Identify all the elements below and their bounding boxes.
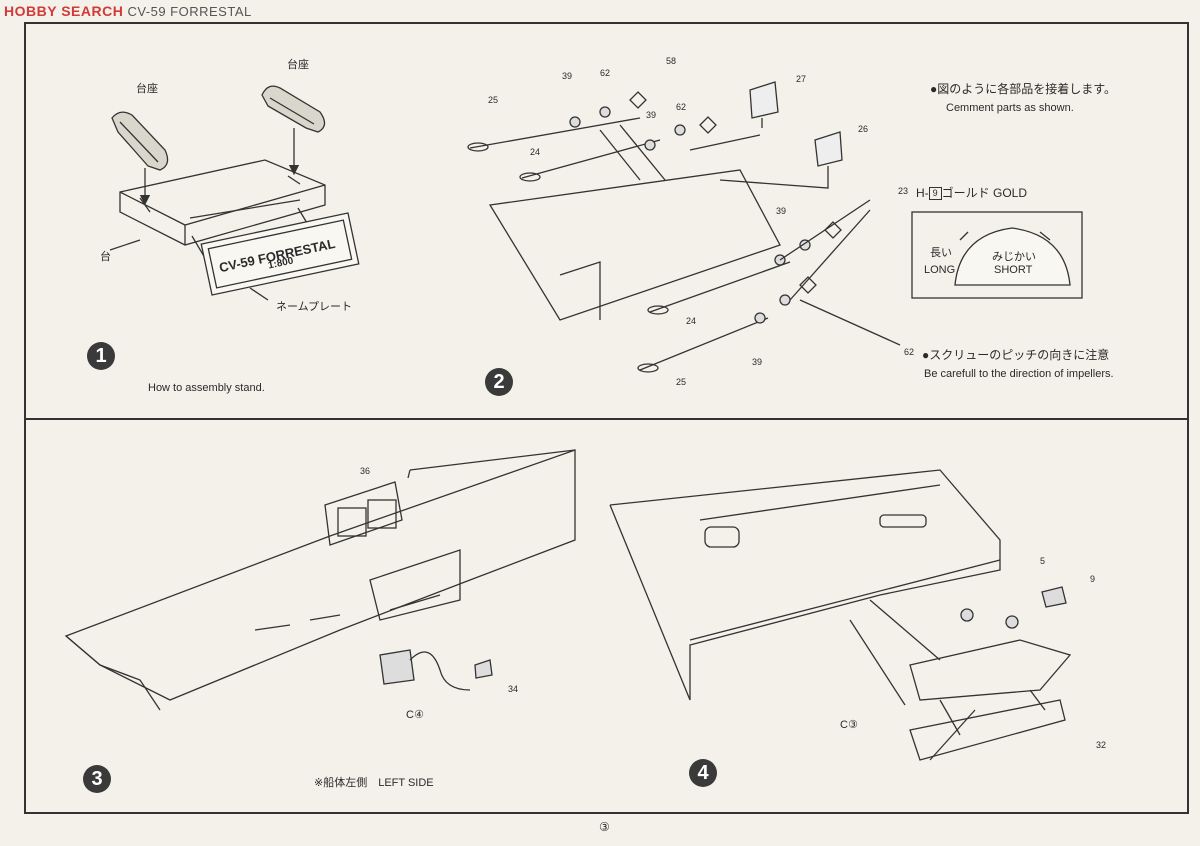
watermark-subtitle: CV-59 FORRESTAL (127, 4, 252, 19)
nameplate-label: ネームプレート (276, 301, 353, 313)
stand-support-label-right: 台座 (287, 59, 309, 71)
part-9: 9 (1090, 574, 1096, 584)
part-39-b: 39 (646, 110, 657, 120)
step-4-number: 4 (689, 759, 717, 787)
step-2-number: 2 (485, 368, 513, 396)
part-39-a: 39 (562, 71, 573, 81)
part-25-a: 25 (488, 95, 499, 105)
part-25-b: 25 (676, 377, 687, 387)
part-24-a: 24 (530, 147, 541, 157)
gold-part-number: 9 (928, 187, 942, 201)
part-39-d: 39 (752, 357, 763, 367)
part-23: 23 (898, 186, 909, 196)
page-number: ③ (599, 820, 610, 834)
brand-logo: HOBBY SEARCH (4, 3, 124, 19)
pitch-note-jp: ●スクリューのピッチの向きに注意 (922, 348, 1110, 362)
long-label-jp: 長い (930, 247, 952, 259)
cement-note-en: Cemment parts as shown. (946, 102, 1074, 114)
part-5: 5 (1040, 556, 1046, 566)
part-26: 26 (858, 124, 869, 134)
step-1-caption: How to assembly stand. (148, 382, 265, 394)
stand-support-left (111, 111, 169, 171)
long-label-en: LONG (924, 264, 956, 276)
short-label-en: SHORT (994, 264, 1033, 276)
part-36: 36 (360, 466, 371, 476)
gold-prefix: H- (916, 186, 929, 200)
part-27: 27 (796, 74, 807, 84)
part-c3: C③ (840, 719, 858, 731)
part-c4: C④ (406, 709, 424, 721)
part-62-c: 62 (904, 347, 915, 357)
part-32: 32 (1096, 740, 1107, 750)
gold-text: ゴールド GOLD (941, 186, 1028, 200)
stand-label: 台 (100, 251, 111, 263)
short-label-jp: みじかい (992, 251, 1036, 263)
pitch-note-en: Be carefull to the direction of impeller… (924, 368, 1114, 380)
cement-note-jp: ●図のように各部品を接着します。 (930, 82, 1117, 96)
part-62-b: 62 (676, 102, 687, 112)
step-1-number: 1 (87, 342, 115, 370)
part-24-b: 24 (686, 316, 697, 326)
stand-support-right (261, 85, 326, 133)
part-62-a: 62 (600, 68, 611, 78)
hull-left-drawing (64, 449, 576, 711)
propeller-shaft-drawing (467, 81, 901, 373)
part-58: 58 (666, 56, 677, 66)
part-39-c: 39 (776, 206, 787, 216)
stand-support-label-left: 台座 (136, 83, 158, 95)
hull-right-drawing (609, 469, 1072, 761)
left-side-label: ※船体左側 LEFT SIDE (314, 777, 434, 789)
part-34: 34 (508, 684, 519, 694)
watermark: HOBBY SEARCH CV-59 FORRESTAL (4, 3, 252, 19)
gold-detail-box (911, 211, 1083, 299)
step-3-number: 3 (83, 765, 111, 793)
section-divider (24, 418, 1189, 420)
